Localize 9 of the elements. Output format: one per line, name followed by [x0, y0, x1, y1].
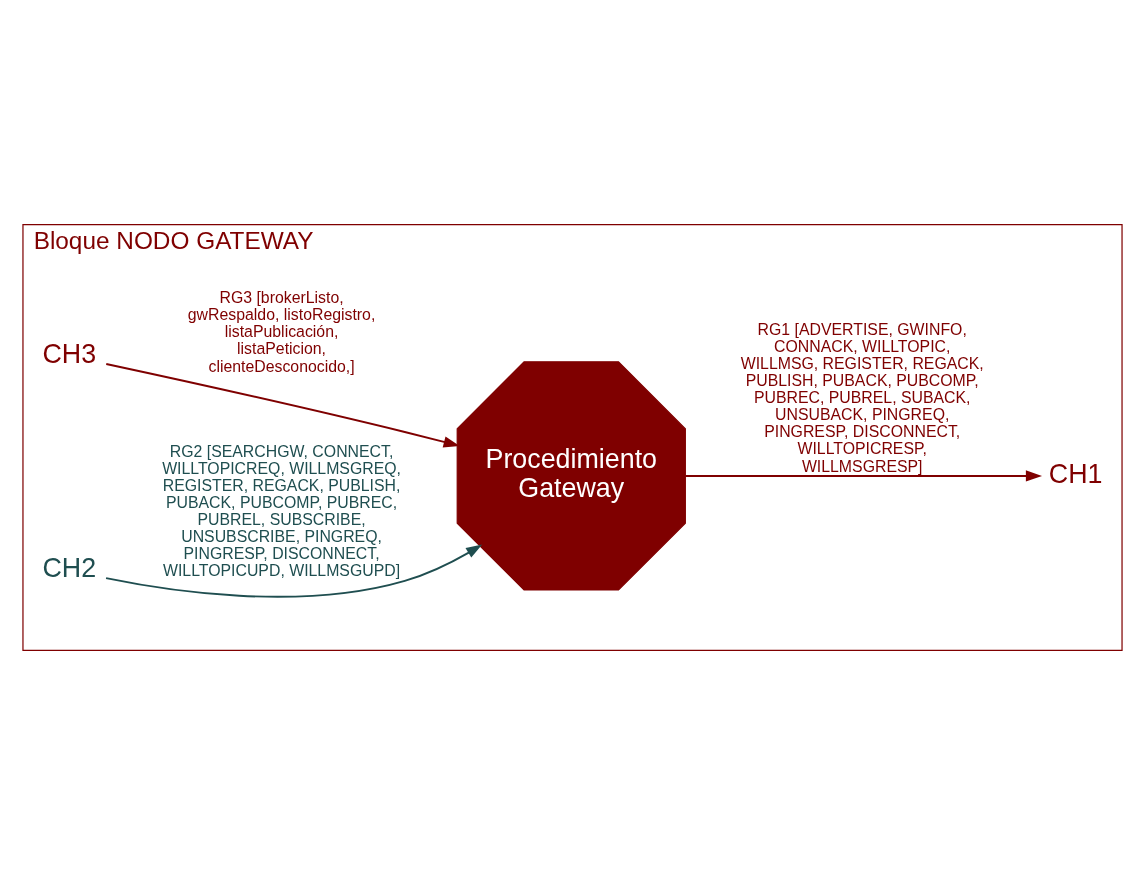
arrow: [105, 544, 483, 598]
arrow: [105, 362, 460, 447]
edge-label: RG3 [brokerListo, gwRespaldo, listoRegistro, listaPublicación, listaPeticion, clienteDesconocido,]: [187, 288, 376, 375]
edge-label: RG1 [ADVERTISE, GWINFO, CONNACK, WILLTOPIC, WILLMSG, REGISTER, REGACK, PUBLISH, PUBACK, PUBCOMP, PUBREC, PUBREL, SUBACK, UNSUBACK, PINGREQ, PINGRESP, DISCONNECT, WILLTOPICRESP, WILLMSGRESP]: [740, 320, 984, 475]
node-text: CH1: [1048, 458, 1103, 489]
node-text: CH2: [42, 552, 97, 583]
arrow: [684, 469, 1042, 482]
node-text: CH3: [42, 338, 97, 369]
edge-label: RG2 [SEARCHGW, CONNECT, WILLTOPICREQ, WILLMSGREQ, REGISTER, REGACK, PUBLISH, PUBACK, PUBCOMP, PUBREC, PUBREL, SUBSCRIBE, UNSUBSCRIBE, PINGREQ, PINGRESP, DISCONNECT, WILLTOPICUPD, WILLMSGUPD]: [162, 442, 402, 579]
